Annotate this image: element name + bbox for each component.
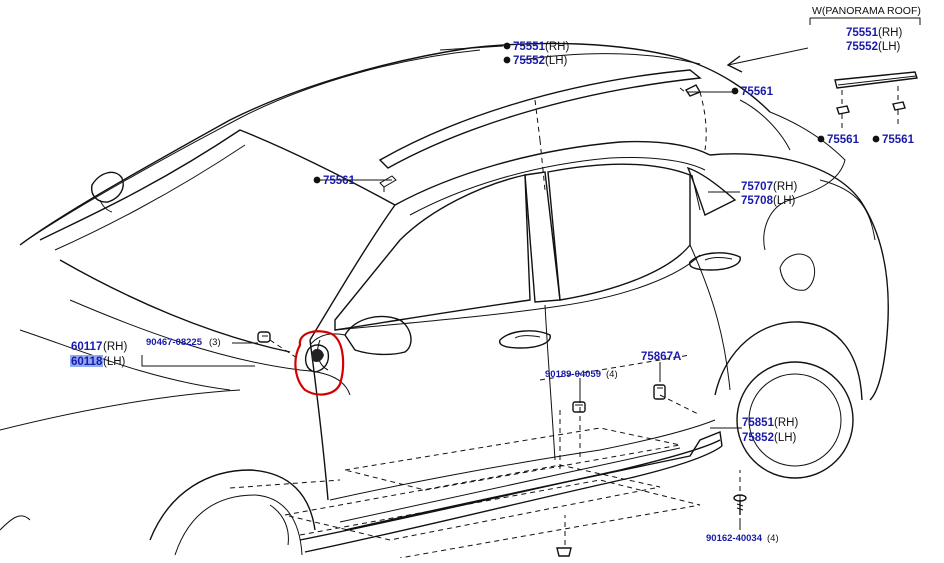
part-number[interactable]: 75707 [741, 181, 773, 193]
mirror-cover-part [304, 344, 330, 373]
part-number[interactable]: 75561 [741, 86, 774, 98]
part-number[interactable]: 60117 [71, 341, 102, 353]
label-leaders [141, 45, 742, 530]
bullet-icon [313, 176, 321, 184]
bullet-icon [503, 56, 511, 64]
quantity-label: (4) [606, 369, 618, 380]
part-number[interactable]: 75552 [513, 55, 545, 67]
part-number[interactable]: 75551 [846, 27, 879, 39]
bottom-clip-icon [556, 547, 572, 557]
part-number[interactable]: 75852 [742, 432, 774, 444]
side-label: (LH) [103, 356, 126, 368]
callout-screw-c: 90162-40034 (4) [706, 533, 779, 544]
panorama-title: W(PANORAMA ROOF) [812, 5, 921, 17]
part-number[interactable]: 75561 [882, 134, 915, 146]
side-label: (RH) [878, 27, 902, 39]
clip-90189-icon [572, 401, 586, 413]
part-number-highlighted[interactable]: 60118 [71, 356, 103, 368]
part-number[interactable]: 75708 [741, 195, 774, 207]
quantity-label: (3) [209, 337, 221, 348]
panorama-inset: W(PANORAMA ROOF) [726, 5, 921, 130]
quantity-label: (4) [767, 533, 779, 544]
callout-quarter-window: 75707 (RH) 75708 (LH) [741, 181, 797, 207]
side-label: (LH) [773, 195, 796, 207]
side-label: (RH) [774, 417, 798, 429]
highlight-circle [294, 330, 345, 396]
car-body-outline [0, 42, 889, 556]
clip-75867a-icon [653, 384, 666, 400]
callout-panorama-rail: 75551 (RH) 75552 (LH) [846, 27, 902, 53]
callout-panorama-clips: 75561 75561 [817, 134, 915, 146]
part-number[interactable]: 90467-08225 [146, 337, 203, 348]
clip-icon [684, 84, 702, 97]
screw-90162-icon [733, 494, 747, 515]
bullet-icon [872, 135, 880, 143]
part-number[interactable]: 75561 [827, 134, 860, 146]
part-number[interactable]: 75851 [742, 417, 775, 429]
bullet-icon [817, 135, 825, 143]
side-label: (RH) [103, 341, 127, 353]
callout-clip-top-right: 75561 [731, 86, 774, 98]
bullet-icon [731, 87, 739, 95]
callout-screw-b: 90189-04059 (4) [545, 369, 618, 380]
bullet-icon [503, 42, 511, 50]
part-number[interactable]: 90162-40034 [706, 533, 763, 544]
callout-clip-rocker: 75867A [641, 351, 681, 363]
part-number[interactable]: 75552 [846, 41, 878, 53]
side-label: (RH) [545, 41, 569, 53]
part-number[interactable]: 75561 [323, 175, 356, 187]
side-label: (LH) [774, 432, 797, 444]
callout-screw-a: 90467-08225 (3) [146, 337, 221, 348]
dashed-leaders [229, 87, 741, 559]
part-number[interactable]: 75551 [513, 41, 546, 53]
part-number[interactable]: 90189-04059 [545, 369, 601, 380]
callout-clip-left: 75561 [313, 175, 356, 187]
callout-rocker-molding: 75851 (RH) 75852 (LH) [742, 417, 798, 444]
side-label: (LH) [545, 55, 568, 67]
callout-roof-molding: 75551 (RH) 75552 (LH) [503, 41, 569, 67]
side-label: (LH) [878, 41, 901, 53]
callout-mirror: 60117 (RH) 60118 (LH) [70, 341, 127, 368]
side-label: (RH) [773, 181, 797, 193]
highlight-marker [70, 355, 103, 367]
part-number[interactable]: 75867A [641, 351, 681, 363]
screw-icon [257, 331, 271, 343]
fastener-glyphs [257, 84, 747, 557]
